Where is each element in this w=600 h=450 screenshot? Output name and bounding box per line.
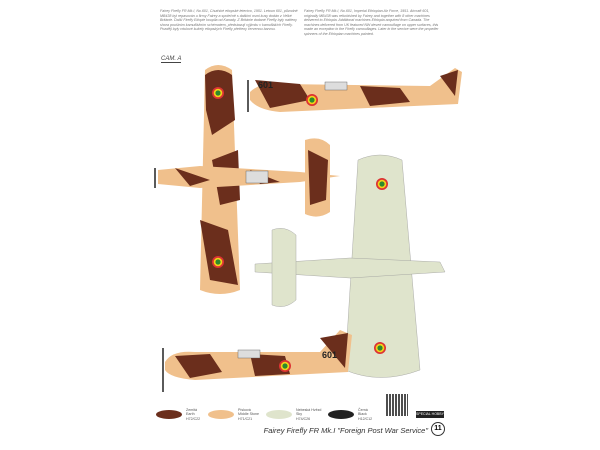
qr-code <box>386 394 408 416</box>
scheme-label: CAM. A <box>161 56 182 63</box>
footer-title: Fairey Firefly FR Mk.I "Foreign Post War… <box>263 426 428 435</box>
aircraft-number-lower: 601 <box>322 350 337 360</box>
side-view-plane-upper: 601 <box>247 68 462 112</box>
description-english: Fairey Firefly FR Mk.I, No.601, Imperial… <box>304 9 439 36</box>
page-number: 11 <box>431 422 445 436</box>
color-swatch <box>328 410 354 420</box>
description-czech: Fairey Firefly FR Mk.I, No.601, Císařské… <box>160 9 298 32</box>
color-swatch <box>156 410 182 420</box>
color-swatch <box>208 410 234 420</box>
side-view-plane-lower: 601 <box>162 330 352 392</box>
underside-view-plane <box>254 154 446 378</box>
brand-logo: SPECIAL HOBBY <box>416 411 444 418</box>
color-swatch <box>266 410 292 420</box>
aircraft-number-upper: 601 <box>258 80 273 90</box>
top-view-plane <box>154 65 340 294</box>
